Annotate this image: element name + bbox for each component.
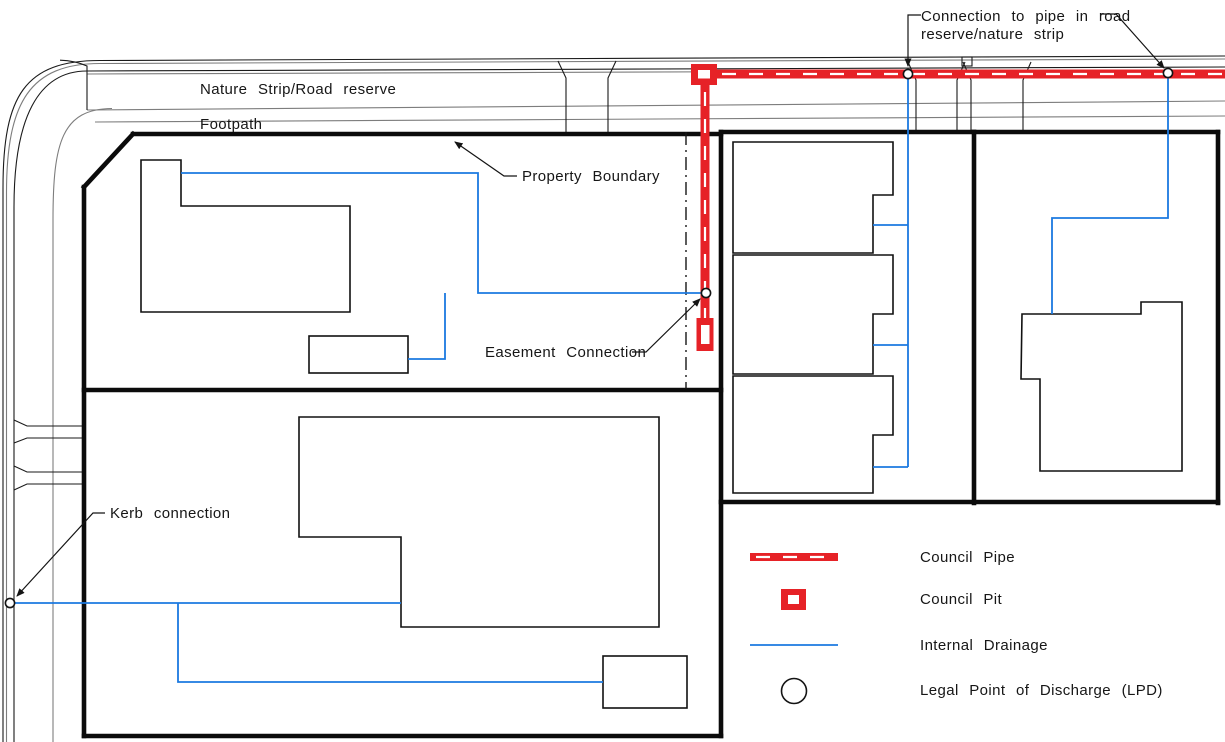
- leader-connection-2: [1100, 13, 1165, 69]
- leader-property-boundary: [454, 141, 517, 177]
- label-connection-line2: reserve/nature strip: [921, 26, 1064, 43]
- buildings: [140, 141, 1183, 709]
- property-boundaries: [80, 129, 1221, 739]
- label-property-boundary: Property Boundary: [522, 168, 660, 185]
- driveway-crossover-top-1: [557, 60, 617, 133]
- building-lot2-main: [298, 416, 660, 628]
- legend-label-internal-drainage: Internal Drainage: [920, 637, 1048, 654]
- legend: Council Pipe Council Pit Internal Draina…: [750, 549, 1163, 705]
- drainage-lot2-branch: [177, 603, 603, 683]
- label-kerb-connection: Kerb connection: [110, 505, 230, 522]
- label-footpath: Footpath: [200, 116, 262, 133]
- drainage-lot1: [181, 172, 701, 294]
- leader-lines: [16, 13, 1165, 597]
- label-connection-line1: Connection to pipe in road: [921, 8, 1131, 25]
- building-lot1-garage: [308, 335, 409, 374]
- driveway-crossover-top-3: [961, 56, 1032, 132]
- legend-label-lpd: Legal Point of Discharge (LPD): [920, 682, 1163, 699]
- legend-item-council-pipe: Council Pipe: [750, 549, 1015, 566]
- label-nature-strip: Nature Strip/Road reserve: [200, 81, 396, 98]
- legend-label-council-pit: Council Pit: [920, 591, 1003, 608]
- lpd-circle-swatch: [780, 677, 808, 705]
- legend-item-lpd: Legal Point of Discharge (LPD): [780, 677, 1163, 705]
- building-lot4-main: [1020, 301, 1183, 472]
- building-unit-3: [732, 375, 894, 494]
- council-pit-road: [691, 64, 717, 85]
- lpd-points: [4, 67, 1174, 609]
- leader-kerb-connection: [16, 512, 105, 597]
- lpd-road-2: [1162, 67, 1174, 79]
- road-linework: [2, 55, 1225, 742]
- plan-labels: Nature Strip/Road reserve Footpath Conne…: [110, 8, 1131, 522]
- lpd-kerb: [4, 597, 16, 609]
- driveway-crossover-left-2: [13, 465, 83, 491]
- lpd-easement: [700, 287, 712, 299]
- drainage-lot1-branch: [408, 293, 446, 360]
- legend-item-internal-drainage: Internal Drainage: [750, 637, 1048, 654]
- council-assets: [691, 64, 1225, 351]
- building-unit-2: [732, 254, 894, 375]
- building-lot2-garage: [602, 655, 688, 709]
- internal-drainage-lines: [14, 77, 1169, 683]
- driveway-crossover-left-1: [13, 419, 83, 444]
- building-unit-1: [732, 141, 894, 254]
- leader-easement-connection: [632, 298, 701, 353]
- legend-label-council-pipe: Council Pipe: [920, 549, 1015, 566]
- leader-connection-1: [904, 14, 921, 67]
- label-easement-connection: Easement Connection: [485, 344, 646, 361]
- legend-item-council-pit: Council Pit: [781, 589, 1003, 610]
- council-pit-easement: [696, 318, 714, 351]
- building-lot1-main: [140, 159, 351, 313]
- lpd-road-1: [902, 68, 914, 80]
- drainage-lot4: [1051, 77, 1169, 314]
- driveway-crossover-top-2: [907, 61, 966, 132]
